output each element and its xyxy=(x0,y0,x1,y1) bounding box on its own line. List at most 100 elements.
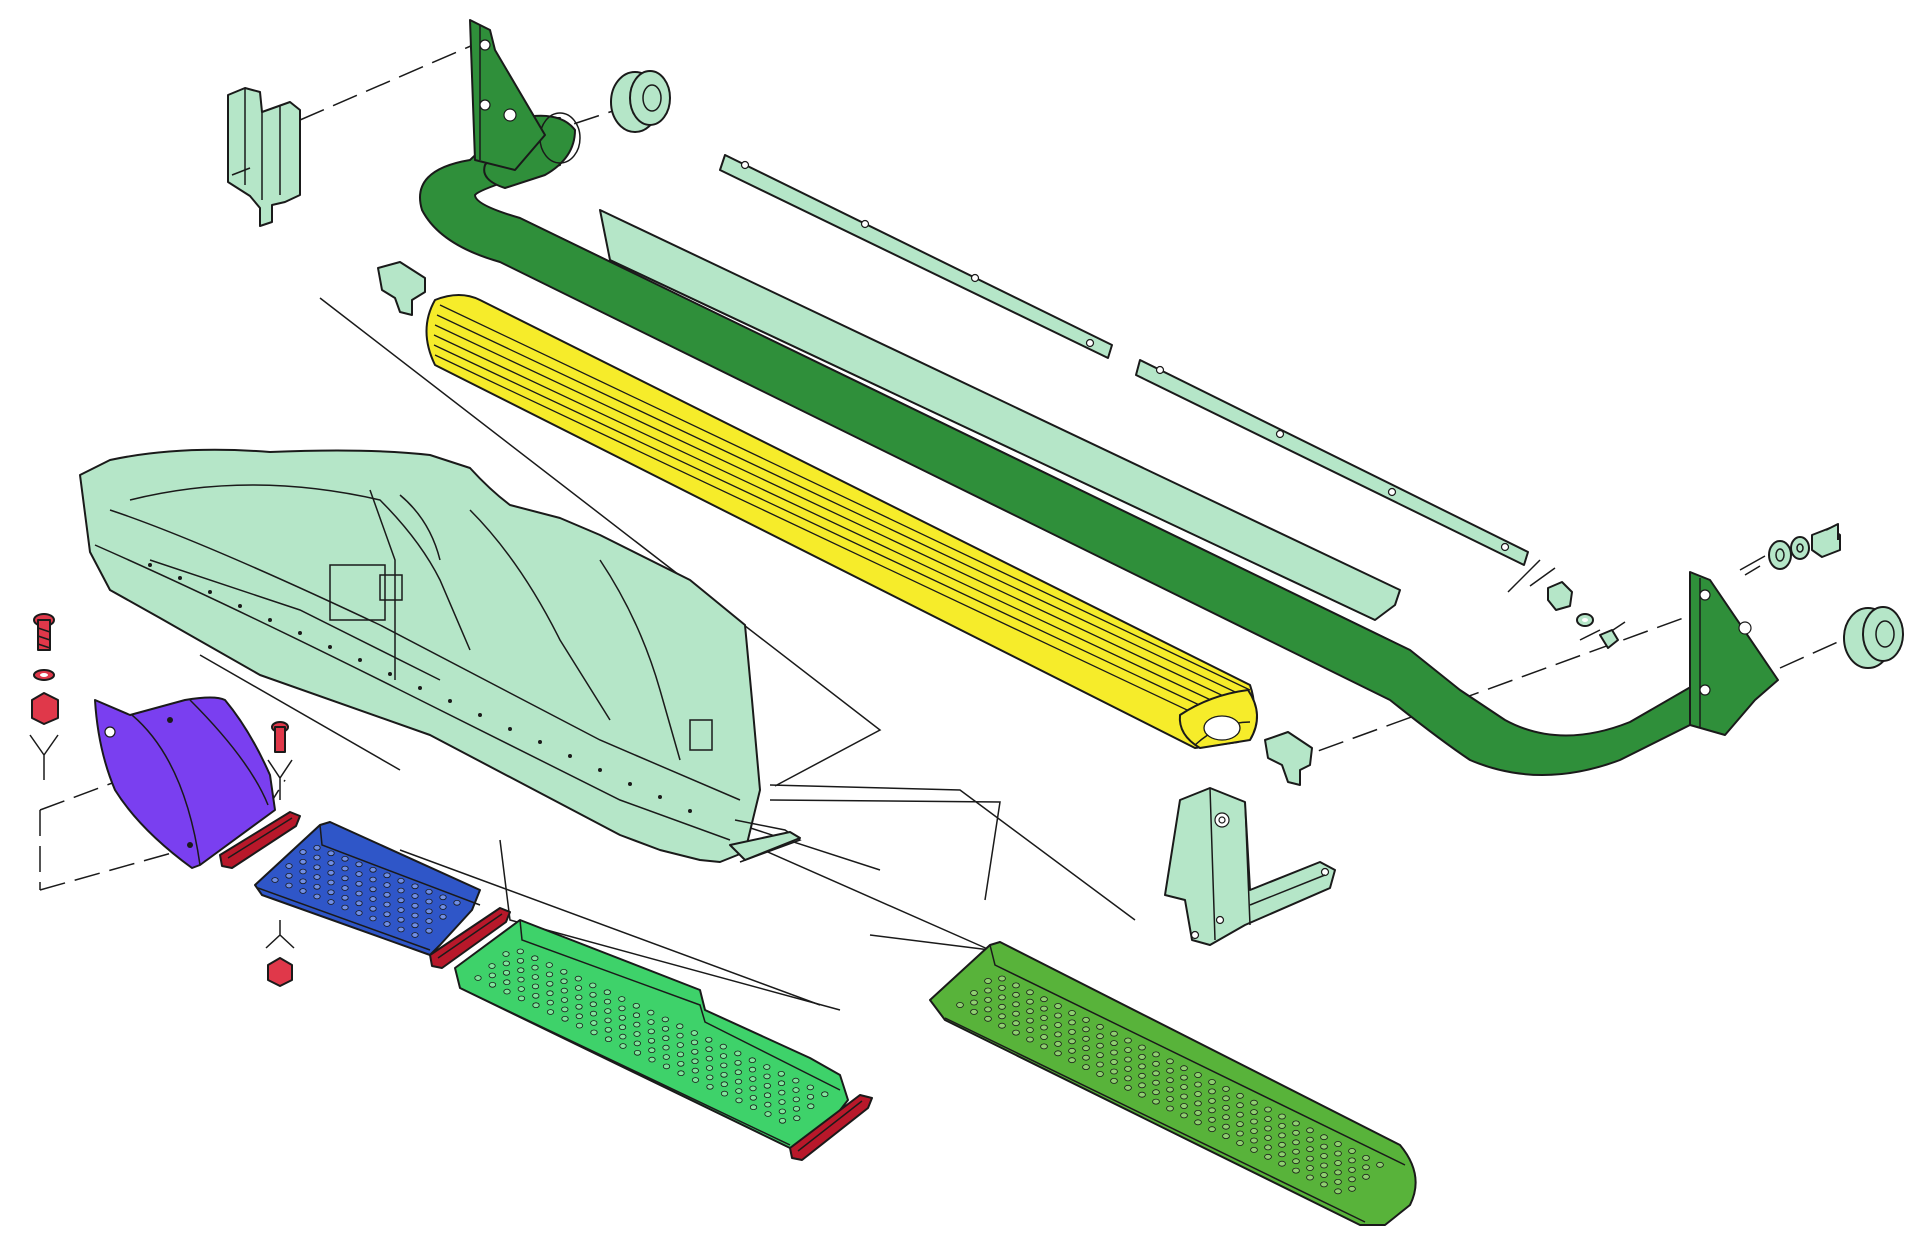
perforation-dot xyxy=(1152,1070,1160,1077)
perforation-dot xyxy=(1110,1078,1118,1084)
perforation-dot xyxy=(1236,1102,1244,1109)
perforation-dot xyxy=(1250,1099,1258,1106)
perforation-dot xyxy=(575,1022,584,1029)
perforation-dot xyxy=(1194,1119,1202,1126)
perforation-dot xyxy=(1180,1103,1188,1109)
perforation-dot xyxy=(1278,1123,1286,1129)
perforation-dot xyxy=(1040,1043,1048,1050)
perforation-dot xyxy=(792,1106,801,1112)
perforation-dot xyxy=(411,902,419,909)
perforation-dot xyxy=(1180,1074,1188,1081)
perforation-dot xyxy=(749,1095,757,1101)
perforation-dot xyxy=(1138,1072,1146,1079)
perforation-dot xyxy=(1222,1123,1230,1130)
perforation-dot xyxy=(619,1043,627,1049)
perforation-dot xyxy=(1320,1162,1328,1169)
perforation-dot xyxy=(488,972,496,979)
perforation-dot xyxy=(369,896,377,902)
perforation-dot xyxy=(677,1061,685,1067)
perforation-dot xyxy=(821,1091,829,1097)
perforation-dot xyxy=(1278,1113,1286,1120)
perforation-dot xyxy=(1012,991,1020,998)
perforation-dot xyxy=(299,868,307,875)
perforation-dot xyxy=(1208,1126,1216,1133)
perforation-dot xyxy=(1082,1045,1090,1052)
perforation-dot xyxy=(1082,1017,1090,1023)
perforation-dot xyxy=(1264,1135,1272,1141)
perforation-dot xyxy=(1180,1065,1188,1072)
perforation-dot xyxy=(545,962,553,968)
perforation-dot xyxy=(676,1042,684,1048)
perforation-dot xyxy=(285,872,293,879)
perforation-dot xyxy=(734,1069,742,1075)
perforation-dot xyxy=(369,905,377,912)
perforation-dot xyxy=(1348,1185,1356,1192)
perforation-dot xyxy=(517,976,525,983)
perforation-dot xyxy=(1278,1141,1286,1148)
perforation-dot xyxy=(1194,1091,1202,1097)
perforation-dot xyxy=(793,1115,801,1121)
perforation-dot xyxy=(691,1067,699,1074)
perforation-dot xyxy=(560,987,568,994)
perforation-dot xyxy=(1334,1150,1342,1157)
perforation-dot xyxy=(633,1021,641,1028)
perforation-dot xyxy=(618,996,626,1002)
perforation-dot xyxy=(532,1002,540,1008)
perforation-dot xyxy=(691,1058,699,1064)
perforation-dot xyxy=(1040,1015,1048,1021)
perforation-dot xyxy=(1124,1075,1132,1082)
perforation-dot xyxy=(632,1012,641,1018)
mounting-strip-lower xyxy=(1135,359,1529,566)
perforation-dot xyxy=(1236,1111,1244,1118)
perforation-dot xyxy=(439,894,447,901)
perforation-dot xyxy=(1180,1084,1188,1090)
perforation-dot xyxy=(425,908,433,915)
perforation-dot xyxy=(984,997,992,1003)
perforation-dot xyxy=(355,861,363,868)
perforation-dot xyxy=(1082,1035,1090,1042)
perforation-dot xyxy=(1012,1001,1020,1008)
perforation-dot xyxy=(778,1089,786,1096)
perforation-dot xyxy=(1348,1176,1356,1183)
perforation-dot xyxy=(425,918,433,924)
perforation-dot xyxy=(763,1083,771,1089)
perforation-dot xyxy=(1110,1059,1118,1065)
perforation-dot xyxy=(734,1078,743,1085)
perforation-dot xyxy=(425,898,433,905)
perforation-dot xyxy=(1166,1096,1174,1102)
perforation-dot xyxy=(662,1035,670,1041)
perforation-dot xyxy=(1152,1060,1160,1067)
perforation-dot xyxy=(1250,1128,1258,1134)
perforation-dot xyxy=(719,1053,728,1059)
perforation-dot xyxy=(1138,1054,1146,1060)
perforation-dot xyxy=(734,1060,742,1066)
perforation-dot xyxy=(1068,1019,1076,1026)
perforation-dot xyxy=(1138,1063,1146,1070)
step-end-clip-front xyxy=(1264,731,1313,786)
perforation-dot xyxy=(517,967,525,973)
perforation-dot xyxy=(1292,1148,1300,1155)
perforation-dot xyxy=(1082,1054,1090,1061)
perforation-dot xyxy=(1110,1040,1118,1046)
perforation-dot xyxy=(503,988,511,995)
perforation-dot xyxy=(341,855,349,862)
perforation-dot xyxy=(285,882,293,889)
ribbed-step-pad xyxy=(425,294,1258,749)
perforation-dot xyxy=(647,1019,655,1025)
perforation-dot xyxy=(705,1046,713,1052)
perforation-dot xyxy=(1138,1044,1146,1051)
perforation-dot xyxy=(984,1015,992,1022)
perforation-dot xyxy=(1166,1105,1174,1112)
perforation-dot xyxy=(531,955,539,961)
perforation-dot xyxy=(1306,1155,1314,1162)
perforation-dot xyxy=(1334,1188,1342,1195)
perforation-dot xyxy=(777,1071,785,1077)
perforation-dot xyxy=(1096,1052,1104,1058)
running-board-tube xyxy=(419,19,1779,776)
perforation-dot xyxy=(383,911,391,918)
perforation-dot xyxy=(299,849,307,855)
perforation-dot xyxy=(502,951,510,957)
perforation-dot xyxy=(603,998,612,1005)
perforation-dot xyxy=(589,1010,598,1017)
perforation-dot xyxy=(1348,1148,1356,1154)
